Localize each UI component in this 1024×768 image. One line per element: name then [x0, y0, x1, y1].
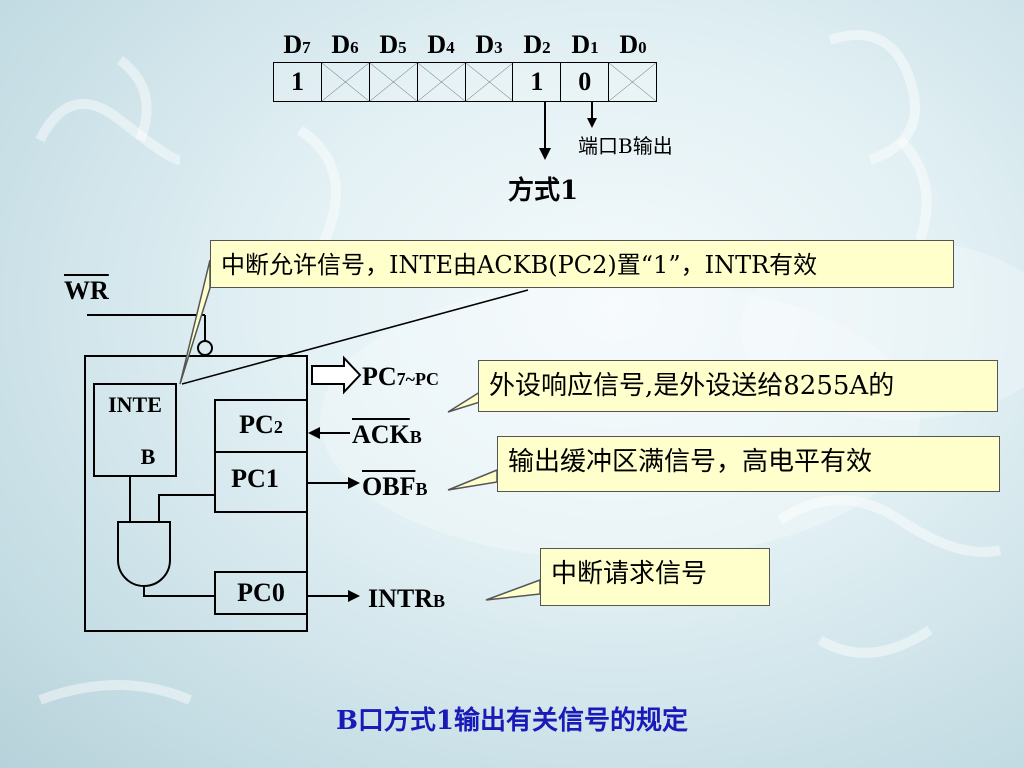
crossed-cell-mark — [466, 63, 513, 101]
register-cell-d1: 0 — [561, 63, 610, 101]
register-cell-d6 — [322, 63, 370, 101]
obf-arrowhead — [348, 477, 360, 489]
bit-label-d4: D4 — [427, 30, 455, 59]
register-cell-d7: 1 — [274, 63, 322, 101]
bit-label-d5: D5 — [379, 30, 407, 59]
register-cell-d5 — [370, 63, 418, 101]
mode1-label: 方式1 — [508, 176, 579, 206]
inte-sub-label: B — [140, 444, 156, 469]
crossed-cell-mark — [322, 63, 369, 101]
ack-arrowhead — [308, 427, 320, 439]
pc7-pc-label: PC7~PC — [362, 362, 440, 391]
control-word-register: 1 1 0 — [273, 62, 657, 102]
intr-callout: 中断请求信号 — [540, 548, 770, 606]
bit-label-d3: D3 — [475, 30, 503, 59]
pc0-box — [214, 571, 308, 615]
port-b-arrowhead — [587, 118, 597, 128]
intr-signal-label: INTRB — [368, 584, 446, 613]
bit-label-d6: D6 — [331, 30, 359, 59]
register-cell-d2: 1 — [513, 63, 562, 101]
obf-to-gate-line — [158, 494, 215, 522]
crossed-cell-mark — [609, 63, 656, 101]
bit-label-d7: D7 — [283, 30, 311, 59]
gate-to-pc0-line — [143, 586, 215, 597]
register-cell-d0 — [609, 63, 656, 101]
pc1-label: PC1 — [231, 464, 279, 493]
obf-callout-tail — [447, 468, 498, 491]
pc0-label: PC0 — [237, 578, 285, 607]
crossed-cell-mark — [418, 63, 465, 101]
and-gate — [117, 521, 171, 587]
wr-signal-label: WR — [64, 276, 109, 305]
intr-callout-tail — [485, 578, 541, 601]
ack-callout-tail — [447, 390, 481, 413]
wr-inverter-bubble — [197, 340, 213, 356]
register-value: 1 — [290, 67, 304, 96]
obf-signal-label: OBFB — [362, 472, 428, 501]
bit-label-d2: D2 — [523, 30, 551, 59]
bit-label-d0: D0 — [619, 30, 647, 59]
inte-callout-pointer — [181, 289, 529, 385]
ack-callout: 外设响应信号,是外设送给8255A的 — [478, 360, 998, 412]
register-value: 0 — [578, 67, 592, 96]
port-b-output-label: 端口B输出 — [578, 134, 673, 158]
crossed-cell-mark — [370, 63, 417, 101]
inte-label: INTE — [108, 392, 162, 417]
slide-title: B口方式1输出有关信号的规定 — [335, 706, 689, 736]
pc2-label: PC2 — [239, 410, 283, 439]
register-value: 1 — [530, 67, 544, 96]
pc7-bus-arrow — [311, 355, 362, 395]
register-cell-d3 — [466, 63, 514, 101]
mode1-arrowhead — [539, 148, 551, 160]
intr-arrowhead — [348, 590, 360, 602]
inte-box — [93, 383, 177, 477]
register-bit-labels: D7 D6 D5 D4 D3 D2 D1 D0 — [273, 30, 657, 60]
register-cell-d4 — [418, 63, 466, 101]
ack-signal-label: ACKB — [352, 420, 422, 449]
inte-callout: 中断允许信号，INTE由ACKB(PC2)置“1”，INTR有效 — [210, 240, 954, 288]
obf-callout: 输出缓冲区满信号，高电平有效 — [497, 436, 1000, 492]
bit-label-d1: D1 — [571, 30, 599, 59]
